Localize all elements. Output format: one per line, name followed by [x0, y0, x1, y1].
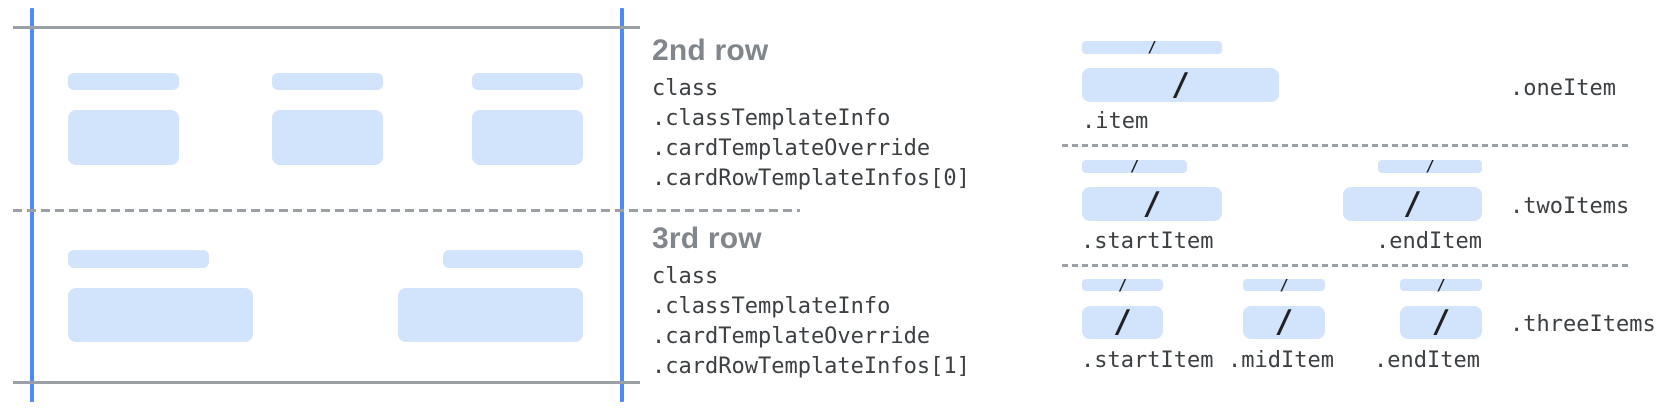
item-value-bar: / [1400, 306, 1482, 339]
field-label-bar [68, 73, 179, 90]
item-label-bar: / [1082, 38, 1222, 56]
row2-code-line: .cardTemplateOverride [652, 136, 931, 161]
item-value-bar: / [1243, 306, 1325, 339]
slash-glyph: / [1142, 185, 1162, 222]
field-label-bar [272, 73, 383, 90]
row-dashed-divider [13, 209, 800, 212]
layout-dashed-divider [1062, 264, 1630, 267]
row3-code-line: .cardTemplateOverride [652, 324, 931, 349]
field-value-bar [68, 110, 179, 165]
row3-heading: 3rd row [652, 222, 762, 255]
field-label-bar [443, 250, 583, 268]
row3-code-line: .cardRowTemplateInfos[1] [652, 354, 970, 379]
slash-glyph: / [1403, 185, 1422, 222]
end-item-label: .endItem [1376, 229, 1482, 254]
field-value-bar [472, 110, 583, 165]
mid-item-label: .midItem [1228, 348, 1334, 373]
layout-dashed-divider [1062, 144, 1630, 147]
slash-glyph: / [1431, 304, 1451, 340]
row3-code-line: class [652, 264, 719, 289]
row2-code-line: class [652, 76, 719, 101]
item-value-bar: / [1343, 187, 1482, 221]
row2-code-line: .classTemplateInfo [652, 106, 891, 131]
slash-glyph: / [1425, 157, 1435, 175]
item-label: .item [1082, 109, 1149, 134]
slash-glyph: / [1129, 157, 1140, 175]
card-top-rule [13, 26, 640, 29]
field-label-bar [472, 73, 583, 90]
slash-glyph: / [1117, 275, 1128, 294]
guide-line-left [30, 8, 34, 402]
row3-code-line: .classTemplateInfo [652, 294, 891, 319]
item-label-bar: / [1378, 157, 1482, 175]
field-value-bar [68, 288, 253, 342]
item-value-bar: / [1082, 187, 1222, 221]
item-label-bar: / [1082, 157, 1187, 175]
item-label-bar: / [1400, 275, 1482, 294]
item-label-bar: / [1243, 275, 1325, 294]
field-label-bar [68, 250, 209, 268]
slash-glyph: / [1147, 38, 1157, 56]
slash-glyph: / [1171, 66, 1190, 103]
guide-line-right [620, 8, 624, 402]
row2-code-line: .cardRowTemplateInfos[0] [652, 166, 970, 191]
start-item-label: .startItem [1081, 229, 1214, 254]
item-label-bar: / [1082, 275, 1163, 294]
slash-glyph: / [1274, 304, 1294, 340]
one-item-layout-label: .oneItem [1510, 76, 1616, 101]
start-item-label: .startItem [1081, 348, 1214, 373]
item-value-bar: / [1082, 68, 1279, 102]
field-value-bar [398, 288, 583, 342]
row2-heading: 2nd row [652, 34, 769, 67]
slash-glyph: / [1279, 275, 1289, 294]
field-value-bar [272, 110, 383, 165]
end-item-label: .endItem [1374, 348, 1480, 373]
card-bottom-rule [13, 381, 640, 384]
slash-glyph: / [1436, 275, 1446, 294]
slash-glyph: / [1113, 304, 1132, 340]
item-value-bar: / [1082, 306, 1163, 339]
three-items-layout-label: .threeItems [1510, 312, 1656, 337]
two-items-layout-label: .twoItems [1510, 194, 1630, 219]
